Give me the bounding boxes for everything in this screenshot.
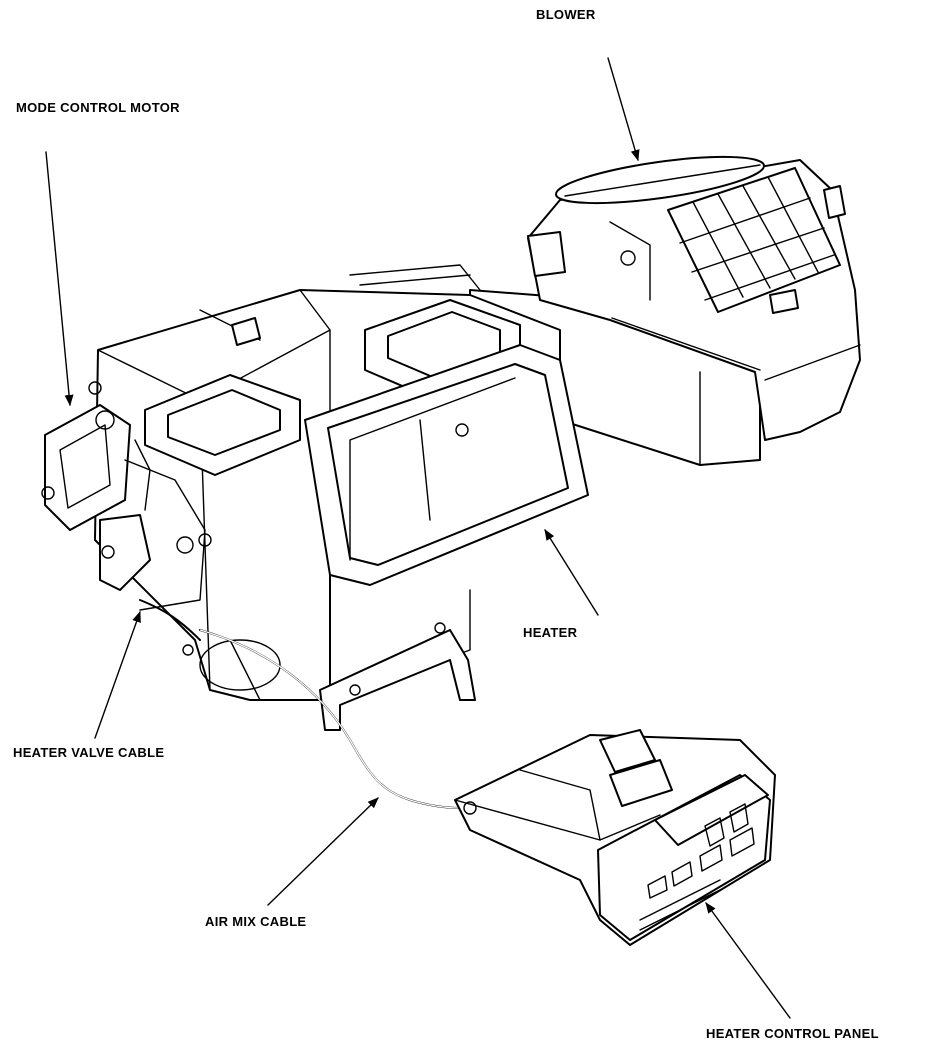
mode-control-motor — [41, 381, 212, 611]
heater-housing — [94, 264, 589, 731]
blower-unit — [469, 155, 861, 466]
label-mode-control-motor: MODE CONTROL MOTOR — [16, 100, 180, 115]
heater-arrow — [544, 529, 599, 616]
leader-arrows — [45, 57, 791, 1019]
label-air-mix-cable: AIR MIX CABLE — [205, 914, 307, 929]
heater-control-panel-arrow — [705, 902, 791, 1019]
label-heater: HEATER — [523, 625, 578, 640]
label-blower: BLOWER — [536, 7, 596, 22]
heater-control-panel — [454, 729, 776, 946]
air-mix-cable-arrow — [267, 797, 379, 906]
cables — [139, 599, 461, 809]
label-heater-valve-cable: HEATER VALVE CABLE — [13, 745, 165, 760]
blower-arrow — [607, 57, 640, 162]
heater-valve-cable-arrow — [94, 610, 141, 739]
mode-control-motor-arrow — [45, 151, 74, 407]
label-heater-control-panel: HEATER CONTROL PANEL — [706, 1026, 879, 1041]
